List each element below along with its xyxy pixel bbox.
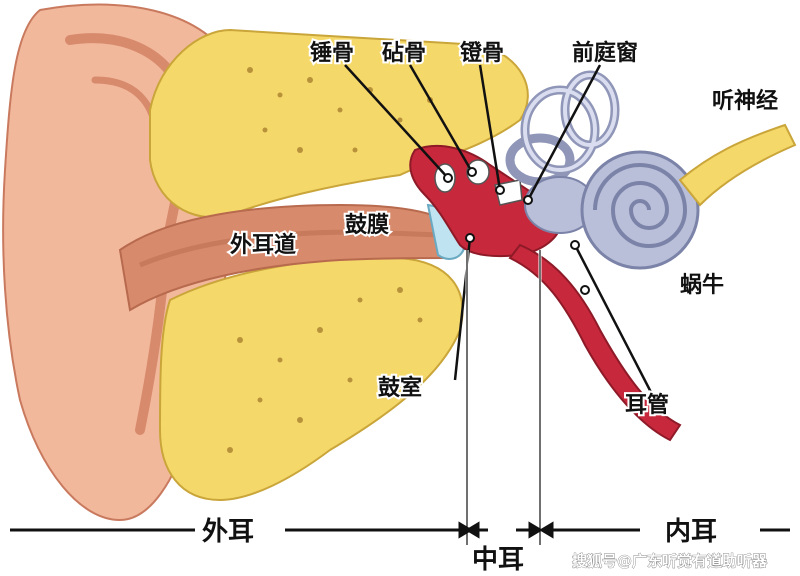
region-label-middle-ear: 中耳	[472, 545, 524, 575]
label-eardrum: 鼓膜	[345, 213, 389, 238]
label-oval-window: 前庭窗	[572, 40, 638, 66]
auditory-nerve-shape	[678, 123, 797, 207]
region-label-outer-ear: 外耳	[202, 517, 254, 547]
ear-canal-shadow	[139, 229, 441, 268]
cochlea-shape	[580, 150, 700, 270]
leader-lines	[344, 64, 657, 401]
eustachian-tube-shape	[508, 243, 682, 442]
bone-texture	[227, 67, 433, 453]
region-label-inner-ear: 内耳	[665, 517, 717, 547]
region-boundaries-outline	[466, 250, 541, 545]
label-ear-canal: 外耳道	[230, 232, 296, 258]
region-arrows	[10, 521, 790, 539]
label-tympanic-cavity: 鼓室	[378, 375, 422, 401]
leader-dots	[443, 167, 590, 295]
label-cochlea: 蜗牛	[680, 272, 724, 298]
label-eustachian-tube: 耳管	[625, 392, 669, 418]
label-stapes: 镫骨	[460, 40, 504, 66]
label-incus: 砧骨	[382, 40, 426, 66]
label-malleus: 锤骨	[310, 40, 354, 66]
region-boundaries	[465, 250, 542, 545]
label-auditory-nerve: 听神经	[712, 88, 778, 114]
semicircular-canals-inner	[523, 73, 617, 172]
watermark: 搜狐号@广东听觉有道助听器	[572, 552, 768, 570]
